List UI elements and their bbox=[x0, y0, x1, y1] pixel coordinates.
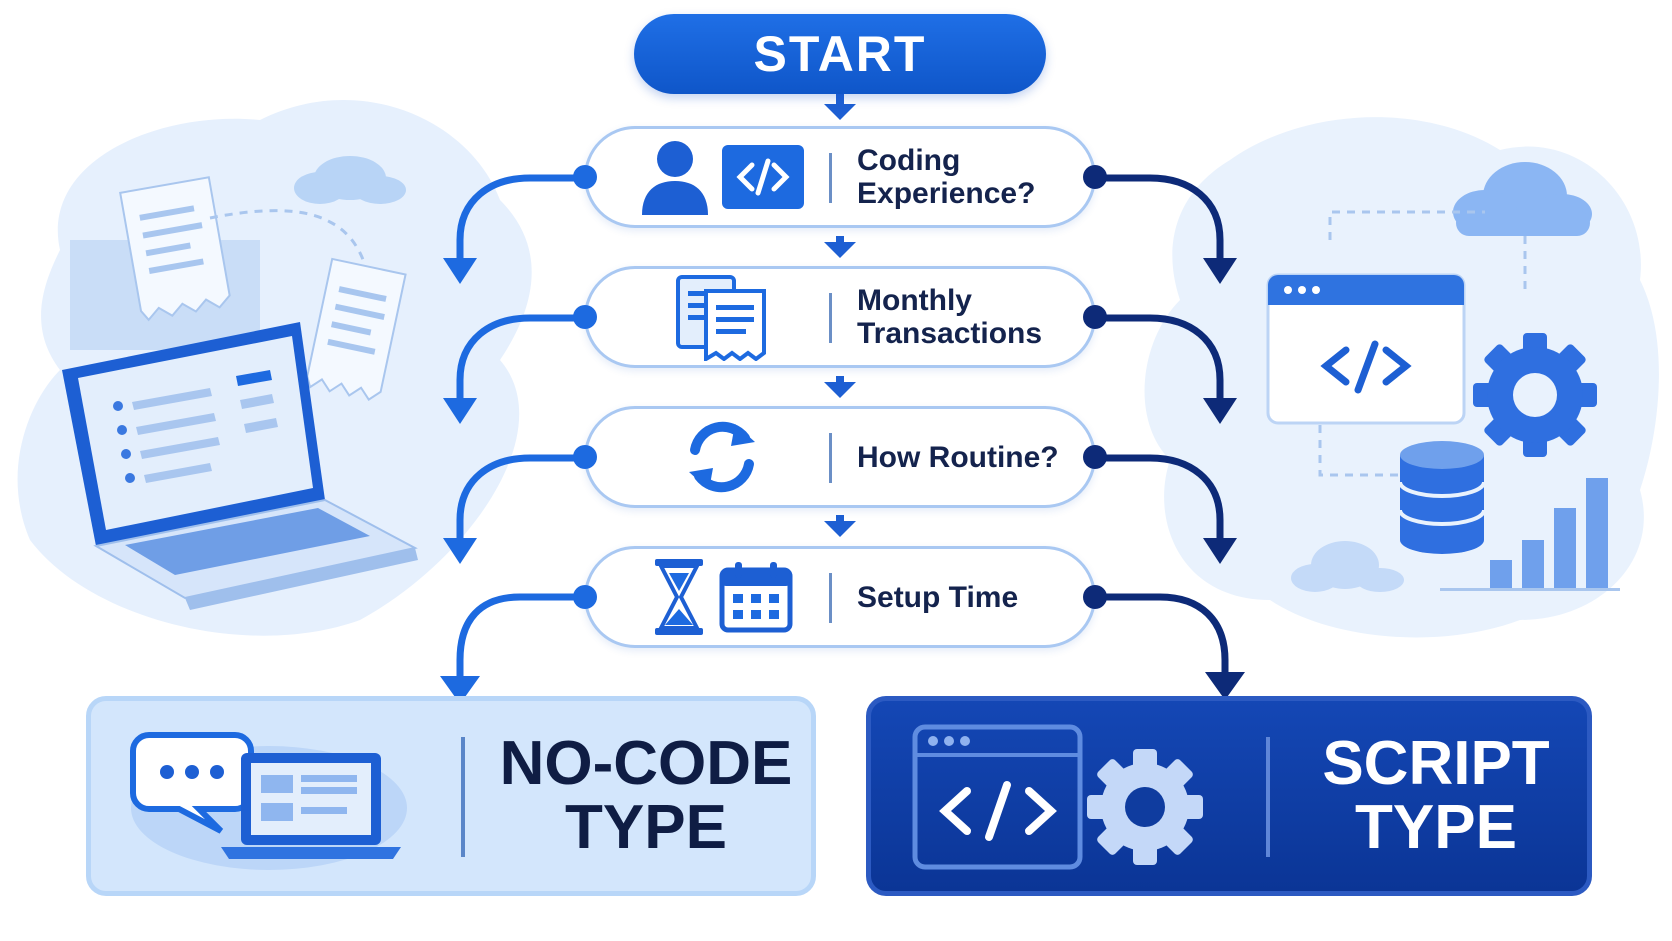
laptop-icon bbox=[62, 322, 418, 610]
code-window-icon bbox=[912, 724, 1083, 870]
gear-icon bbox=[1087, 749, 1203, 865]
right-connector-dot bbox=[1083, 585, 1107, 609]
step-icons bbox=[637, 409, 807, 505]
code-icon bbox=[722, 145, 804, 209]
laptop-icon bbox=[221, 753, 401, 859]
step-icons bbox=[637, 269, 807, 365]
left-connector-dot bbox=[573, 445, 597, 469]
bar-chart-icon bbox=[1440, 478, 1620, 591]
documents-icon bbox=[676, 275, 766, 361]
start-label: START bbox=[753, 26, 927, 82]
receipt-icon bbox=[70, 176, 407, 401]
step-divider bbox=[829, 573, 832, 623]
step-divider bbox=[829, 153, 832, 203]
result-divider bbox=[1266, 737, 1270, 857]
step-divider bbox=[829, 293, 832, 343]
right-connector-dot bbox=[1083, 445, 1107, 469]
refresh-icon bbox=[689, 421, 755, 493]
calendar-icon bbox=[719, 562, 793, 633]
chat-bubble-icon bbox=[130, 732, 254, 834]
step-label: How Routine? bbox=[857, 440, 1059, 474]
right-connector-dot bbox=[1083, 165, 1107, 189]
database-icon bbox=[1398, 441, 1486, 554]
step-how-routine: How Routine? bbox=[573, 406, 1107, 508]
user-icon bbox=[642, 141, 708, 215]
start-node: START bbox=[634, 14, 1046, 94]
result-script-type: SCRIPT TYPE bbox=[866, 696, 1592, 896]
gear-icon bbox=[1473, 333, 1597, 457]
left-branch-arrows bbox=[456, 174, 589, 684]
step-setup-time: Setup Time bbox=[573, 546, 1107, 648]
result-no-code-type: NO-CODE TYPE bbox=[86, 696, 816, 896]
left-connector-dot bbox=[573, 305, 597, 329]
result-title: NO-CODE TYPE bbox=[499, 729, 793, 862]
left-connector-dot bbox=[573, 165, 597, 189]
cloud-icon bbox=[294, 156, 406, 204]
result-divider bbox=[461, 737, 465, 857]
hourglass-icon bbox=[655, 559, 703, 635]
flow-down-arrows bbox=[824, 94, 856, 537]
step-divider bbox=[829, 433, 832, 483]
step-icons bbox=[637, 549, 807, 645]
right-connector-dot bbox=[1083, 305, 1107, 329]
code-window-icon bbox=[1266, 273, 1466, 425]
step-label: Setup Time bbox=[857, 580, 1019, 614]
right-branch-arrows bbox=[1091, 174, 1229, 680]
left-connector-dot bbox=[573, 585, 597, 609]
right-branch-arrowheads bbox=[1203, 258, 1245, 700]
cloud-icon bbox=[1291, 541, 1404, 592]
left-branch-arrowheads bbox=[440, 258, 480, 704]
chat-laptop-illustration bbox=[130, 732, 407, 870]
step-icons bbox=[637, 129, 807, 225]
result-title: SCRIPT TYPE bbox=[1322, 729, 1550, 862]
